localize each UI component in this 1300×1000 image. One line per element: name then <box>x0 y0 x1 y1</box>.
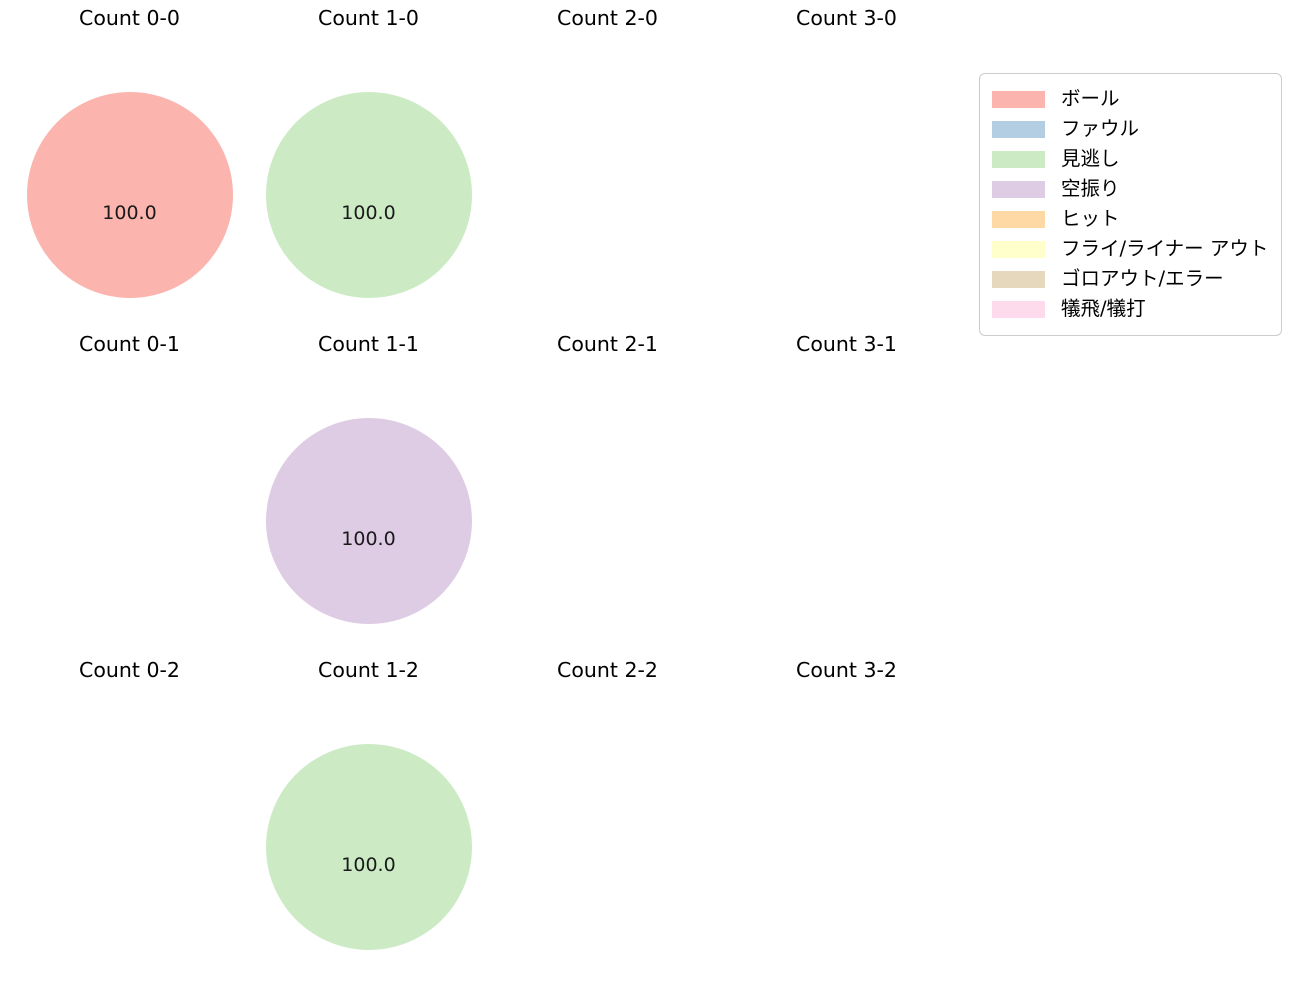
legend-item-label: ファウル <box>1061 117 1140 141</box>
legend-item-label: ゴロアウト/エラー <box>1061 267 1224 291</box>
count-cell-title: Count 3-1 <box>796 332 897 356</box>
legend-item-label: フライ/ライナー アウト <box>1061 237 1269 261</box>
pitch-outcome-bubble[interactable]: 100.0 <box>26 92 233 298</box>
count-cell-plot <box>727 42 966 334</box>
legend-item[interactable]: 空振り <box>992 174 1269 204</box>
legend-item[interactable]: フライ/ライナー アウト <box>992 234 1269 264</box>
count-cell: Count 3-2 <box>727 660 966 986</box>
legend: ボールファウル見逃し空振りヒットフライ/ライナー アウトゴロアウト/エラー犠飛/… <box>979 73 1282 336</box>
legend-swatch-icon <box>992 300 1045 318</box>
bubble-value-label: 100.0 <box>102 202 157 225</box>
count-cell: Count 2-0 <box>488 8 727 334</box>
legend-item[interactable]: 犠飛/犠打 <box>992 294 1269 324</box>
count-cell-title: Count 0-1 <box>79 332 180 356</box>
legend-item[interactable]: ヒット <box>992 204 1269 234</box>
legend-swatch-icon <box>992 210 1045 228</box>
count-cell-title: Count 3-0 <box>796 6 897 30</box>
legend-swatch-icon <box>992 90 1045 108</box>
legend-swatch-icon <box>992 180 1045 198</box>
count-cell-plot <box>488 368 727 660</box>
count-cell-plot: 100.0 <box>249 42 488 334</box>
legend-swatch-icon <box>992 120 1045 138</box>
legend-item-label: ヒット <box>1061 207 1120 231</box>
count-cell-title: Count 1-1 <box>318 332 419 356</box>
count-cell-plot: 100.0 <box>249 694 488 986</box>
count-cell: Count 1-1 100.0 <box>249 334 488 660</box>
count-cell-title: Count 1-2 <box>318 658 419 682</box>
count-cell-plot: 100.0 <box>249 368 488 660</box>
legend-swatch-icon <box>992 270 1045 288</box>
legend-item[interactable]: ゴロアウト/エラー <box>992 264 1269 294</box>
count-cell-title: Count 0-0 <box>79 6 180 30</box>
count-cell: Count 1-0 100.0 <box>249 8 488 334</box>
pitch-outcome-bubble[interactable]: 100.0 <box>265 92 472 298</box>
legend-item-label: ボール <box>1061 87 1120 111</box>
count-cell: Count 2-2 <box>488 660 727 986</box>
count-cell-plot <box>488 694 727 986</box>
legend-swatch-icon <box>992 150 1045 168</box>
count-cell-plot: 100.0 <box>10 42 249 334</box>
bubble-value-label: 100.0 <box>341 202 396 225</box>
legend-item[interactable]: 見逃し <box>992 144 1269 174</box>
count-cell-title: Count 2-2 <box>557 658 658 682</box>
count-cell: Count 1-2 100.0 <box>249 660 488 986</box>
count-cell: Count 3-1 <box>727 334 966 660</box>
count-cell-title: Count 0-2 <box>79 658 180 682</box>
count-cell-title: Count 3-2 <box>796 658 897 682</box>
legend-item[interactable]: ボール <box>992 84 1269 114</box>
count-cell-title: Count 2-0 <box>557 6 658 30</box>
count-cell-plot <box>10 694 249 986</box>
bubble-value-label: 100.0 <box>341 854 396 877</box>
pitch-outcome-bubble[interactable]: 100.0 <box>265 744 472 950</box>
count-cell: Count 3-0 <box>727 8 966 334</box>
count-cell-plot <box>727 368 966 660</box>
count-cell-plot <box>10 368 249 660</box>
legend-item-label: 空振り <box>1061 177 1120 201</box>
count-cell-plot <box>727 694 966 986</box>
count-cell: Count 0-2 <box>10 660 249 986</box>
legend-item[interactable]: ファウル <box>992 114 1269 144</box>
count-cell-plot <box>488 42 727 334</box>
count-cell-title: Count 1-0 <box>318 6 419 30</box>
pitch-outcome-bubble[interactable]: 100.0 <box>265 418 472 624</box>
count-cell: Count 0-1 <box>10 334 249 660</box>
count-cell-title: Count 2-1 <box>557 332 658 356</box>
bubble-value-label: 100.0 <box>341 528 396 551</box>
legend-item-label: 犠飛/犠打 <box>1061 297 1146 321</box>
count-cell: Count 0-0 100.0 <box>10 8 249 334</box>
legend-item-label: 見逃し <box>1061 147 1120 171</box>
legend-swatch-icon <box>992 240 1045 258</box>
count-cell: Count 2-1 <box>488 334 727 660</box>
